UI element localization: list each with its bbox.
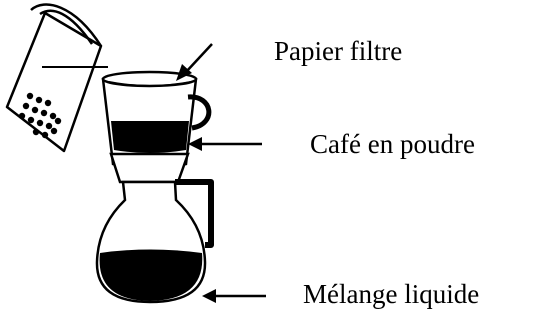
coffee-powder	[111, 121, 189, 153]
filter-handle	[187, 94, 212, 131]
jug-coffee-grounds	[18, 92, 62, 139]
label-filter-paper: Papier filtre	[274, 36, 403, 66]
carafe-collar	[109, 152, 190, 184]
liquid-mixture	[99, 249, 203, 301]
measuring-jug	[5, 3, 108, 153]
label-liquid-mixture: Mélange liquide	[303, 279, 480, 309]
filter-paper-top	[108, 81, 192, 87]
arrow-coffee-powder	[188, 137, 262, 151]
arrow-filter-paper	[176, 43, 213, 81]
carafe-handle	[175, 179, 214, 248]
arrow-liquid	[202, 289, 266, 303]
label-ground-coffee: Café en poudre	[310, 129, 475, 159]
